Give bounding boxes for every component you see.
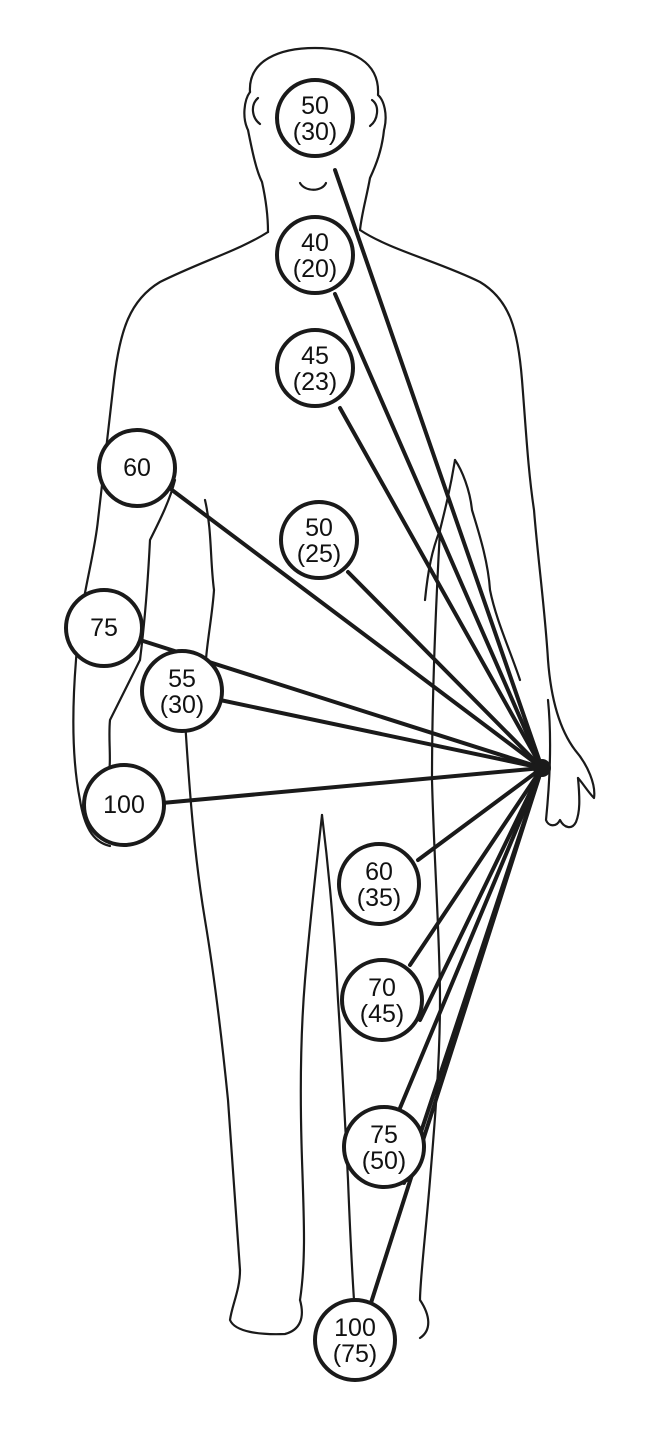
badge-knee: 70(45) [340,958,424,1042]
badge-value-hip: 55 [168,665,196,693]
ray-hip [218,698,544,770]
badge-circle-head [275,78,355,158]
badge-value-shoulder: 60 [123,454,151,482]
badge-circle-neck [275,215,355,295]
badge-shin: 75(50) [342,1105,426,1189]
badge-foot: 100(75) [313,1298,397,1382]
badge-alt-value-shin: (50) [362,1147,406,1175]
badge-circle-knee [340,958,424,1042]
ray-foot [368,766,544,1308]
badge-circle-elbow [64,588,144,668]
badge-value-neck: 40 [301,229,329,257]
badge-alt-value-foot: (75) [333,1340,377,1368]
value-badges: 50(30)40(20)45(23)6050(25)7555(30)10060(… [64,78,426,1382]
badge-circle-shoulder [97,428,177,508]
badge-circle-hip [140,649,224,733]
badge-value-shin: 75 [370,1121,398,1149]
badge-circle-thigh [337,842,421,926]
badge-alt-value-knee: (45) [360,1000,404,1028]
badge-alt-value-head: (30) [293,118,337,146]
badge-value-abdomen: 50 [305,514,333,542]
badge-alt-value-chest: (23) [293,368,337,396]
ray-thigh [416,766,544,862]
badge-neck: 40(20) [275,215,355,295]
body-outline [72,46,596,1340]
badge-elbow: 75 [64,588,144,668]
badge-wrist: 100 [82,763,166,847]
badge-value-thigh: 60 [365,858,393,886]
ray-head [333,168,544,770]
badge-value-chest: 45 [301,342,329,370]
connector-lines [138,168,544,1308]
badge-value-head: 50 [301,92,329,120]
badge-hip: 55(30) [140,649,224,733]
badge-alt-value-hip: (30) [160,691,204,719]
convergence-point [533,759,551,777]
badge-circle-wrist [82,763,166,847]
badge-value-foot: 100 [334,1314,376,1342]
badge-circle-shin [342,1105,426,1189]
badge-circle-chest [275,328,355,408]
badge-value-knee: 70 [368,974,396,1002]
ray-shin [398,766,544,1110]
badge-alt-value-thigh: (35) [357,884,401,912]
ray-wrist [160,766,544,805]
badge-value-elbow: 75 [90,614,118,642]
ray-chest [338,406,544,770]
ray-shoulder [170,488,544,770]
ray-knee-secondary [418,766,544,1022]
badge-value-wrist: 100 [103,791,145,819]
ray-knee [408,766,544,967]
badge-circle-abdomen [279,500,359,580]
ray-neck [333,292,544,770]
badge-alt-value-abdomen: (25) [297,540,341,568]
badge-chest: 45(23) [275,328,355,408]
badge-thigh: 60(35) [337,842,421,926]
badge-abdomen: 50(25) [279,500,359,580]
badge-shoulder: 60 [97,428,177,508]
badge-alt-value-neck: (20) [293,255,337,283]
badge-circle-foot [313,1298,397,1382]
ray-abdomen [346,570,544,770]
badge-head: 50(30) [275,78,355,158]
